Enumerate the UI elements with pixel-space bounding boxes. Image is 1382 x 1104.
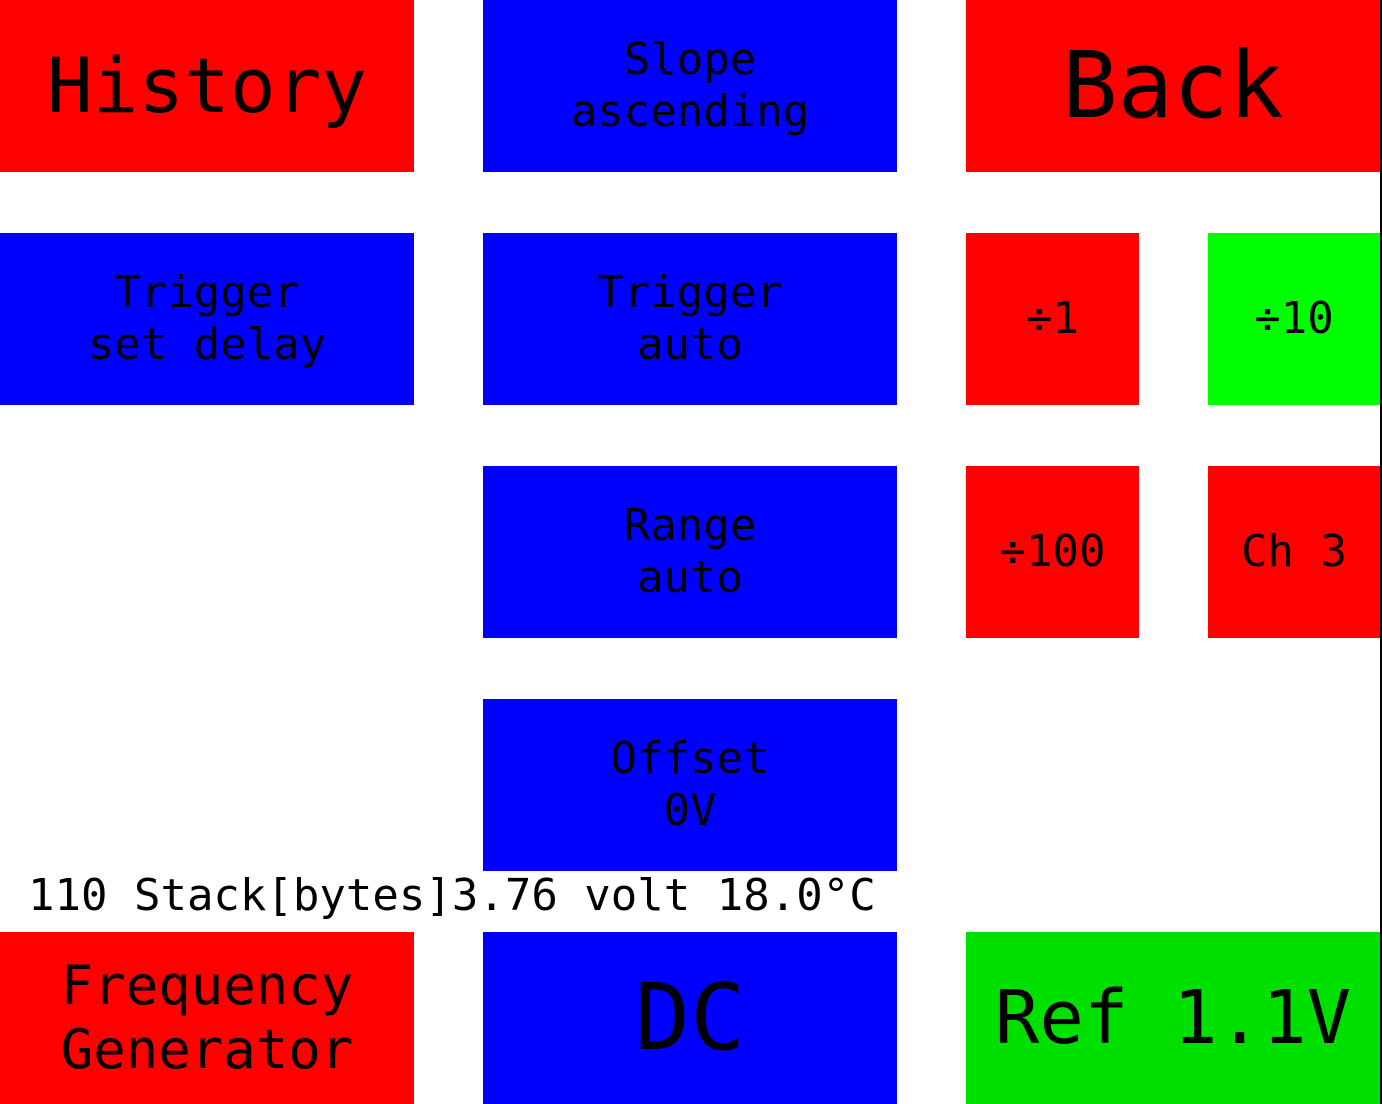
- range-button-line1: Range: [623, 500, 757, 551]
- frequency-generator-button[interactable]: Frequency Generator: [0, 932, 414, 1104]
- range-button[interactable]: Range auto: [483, 466, 897, 638]
- frequency-generator-line1: Frequency: [60, 954, 354, 1017]
- back-button[interactable]: Back: [966, 0, 1380, 172]
- coupling-button-label: DC: [634, 964, 746, 1071]
- back-button-label: Back: [1062, 32, 1284, 139]
- divide-by-1-button[interactable]: ÷1: [966, 233, 1139, 405]
- slope-button-line2: ascending: [570, 86, 810, 137]
- slope-button[interactable]: Slope ascending: [483, 0, 897, 172]
- frequency-generator-line2: Generator: [60, 1018, 354, 1081]
- range-button-line2: auto: [637, 552, 743, 603]
- trigger-delay-line1: Trigger: [114, 267, 300, 318]
- reference-voltage-label: Ref 1.1V: [994, 975, 1352, 1061]
- history-button[interactable]: History: [0, 0, 414, 172]
- trigger-mode-line1: Trigger: [597, 267, 783, 318]
- divide-by-1-label: ÷1: [1026, 293, 1079, 344]
- channel-button-label: Ch 3: [1241, 526, 1347, 577]
- offset-button-line1: Offset: [610, 733, 770, 784]
- divide-by-10-button[interactable]: ÷10: [1208, 233, 1380, 405]
- trigger-delay-button[interactable]: Trigger set delay: [0, 233, 414, 405]
- slope-button-line1: Slope: [623, 34, 757, 85]
- channel-button[interactable]: Ch 3: [1208, 466, 1380, 638]
- offset-button-line2: 0V: [663, 785, 717, 836]
- trigger-mode-line2: auto: [637, 319, 743, 370]
- trigger-delay-line2: set delay: [87, 319, 327, 370]
- divide-by-100-button[interactable]: ÷100: [966, 466, 1139, 638]
- divide-by-100-label: ÷100: [999, 526, 1106, 577]
- offset-button[interactable]: Offset 0V: [483, 699, 897, 871]
- status-readout: 110 Stack[bytes]3.76 volt 18.0°C: [28, 870, 876, 921]
- trigger-mode-button[interactable]: Trigger auto: [483, 233, 897, 405]
- divide-by-10-label: ÷10: [1254, 293, 1334, 344]
- right-edge-divider: [1380, 0, 1382, 1104]
- history-button-label: History: [46, 41, 368, 130]
- coupling-button[interactable]: DC: [483, 932, 897, 1104]
- reference-voltage-button[interactable]: Ref 1.1V: [966, 932, 1380, 1104]
